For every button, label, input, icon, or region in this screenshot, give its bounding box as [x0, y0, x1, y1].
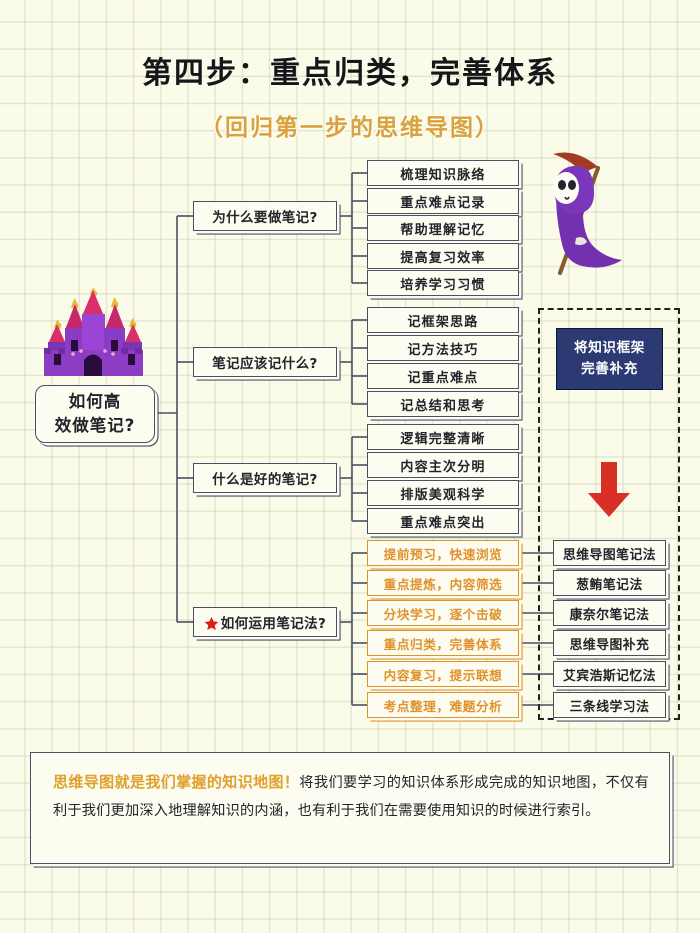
- leaf-node-highlight[interactable]: 分块学习，逐个击破: [367, 600, 519, 626]
- leaf-node-highlight[interactable]: 提前预习，快速浏览: [367, 540, 519, 566]
- leaf-node[interactable]: 梳理知识脉络: [367, 160, 519, 186]
- leaf-node[interactable]: 记重点难点: [367, 363, 519, 389]
- page-title: 第四步：重点归类，完善体系: [142, 56, 558, 91]
- method-node[interactable]: 康奈尔笔记法: [553, 600, 666, 626]
- branch-node-1[interactable]: 为什么要做笔记?: [193, 201, 337, 231]
- leaf-node[interactable]: 重点难点记录: [367, 188, 519, 214]
- leaf-node-highlight[interactable]: 重点归类，完善体系: [367, 630, 519, 656]
- callout-line-2: 完善补充: [581, 361, 638, 377]
- callout-box: 将知识框架 完善补充: [556, 328, 663, 390]
- dashed-region: [538, 308, 680, 720]
- summary-box: 思维导图就是我们掌握的知识地图！将我们要学习的知识体系形成完成的知识地图，不仅有…: [30, 752, 670, 864]
- branch-node-4-label: 如何运用笔记法?: [220, 616, 327, 632]
- leaf-node[interactable]: 帮助理解记忆: [367, 215, 519, 241]
- method-node[interactable]: 三条线学习法: [553, 692, 666, 718]
- root-line-1: 如何高: [68, 392, 122, 412]
- red-star-icon: [204, 616, 219, 630]
- leaf-node[interactable]: 重点难点突出: [367, 508, 519, 534]
- method-node[interactable]: 葱鲔笔记法: [553, 570, 666, 596]
- page-subtitle: （回归第一步的思维导图）: [200, 115, 500, 141]
- branch-node-2[interactable]: 笔记应该记什么?: [193, 347, 337, 377]
- leaf-node[interactable]: 排版美观科学: [367, 480, 519, 506]
- leaf-node[interactable]: 记方法技巧: [367, 335, 519, 361]
- leaf-node[interactable]: 培养学习习惯: [367, 270, 519, 296]
- summary-body: 将我们要学习的知识体系形成完成的知识地图，不仅有利于我们更加深入地理解知识的内涵…: [53, 775, 649, 819]
- purple-castle-icon: [44, 288, 143, 376]
- leaf-node[interactable]: 记框架思路: [367, 307, 519, 333]
- down-arrow-icon: [588, 462, 630, 517]
- method-node[interactable]: 思维导图笔记法: [553, 540, 666, 566]
- leaf-node-highlight[interactable]: 内容复习，提示联想: [367, 661, 519, 687]
- leaf-node-highlight[interactable]: 考点整理，难题分析: [367, 692, 519, 718]
- root-line-2: 效做笔记?: [54, 416, 136, 435]
- method-node[interactable]: 艾宾浩斯记忆法: [553, 661, 666, 687]
- branch-node-3[interactable]: 什么是好的笔记?: [193, 463, 337, 493]
- summary-lead: 思维导图就是我们掌握的知识地图！: [53, 773, 300, 791]
- leaf-node-highlight[interactable]: 重点提炼，内容筛选: [367, 570, 519, 596]
- leaf-node[interactable]: 逻辑完整清晰: [367, 424, 519, 450]
- grim-reaper-icon: [553, 152, 622, 276]
- method-node[interactable]: 思维导图补充: [553, 630, 666, 656]
- leaf-node[interactable]: 记总结和思考: [367, 391, 519, 417]
- callout-line-1: 将知识框架: [574, 339, 645, 356]
- leaf-node[interactable]: 内容主次分明: [367, 452, 519, 478]
- leaf-node[interactable]: 提高复习效率: [367, 243, 519, 269]
- root-node[interactable]: 如何高 效做笔记?: [35, 385, 155, 443]
- branch-node-4[interactable]: 如何运用笔记法?: [193, 607, 337, 637]
